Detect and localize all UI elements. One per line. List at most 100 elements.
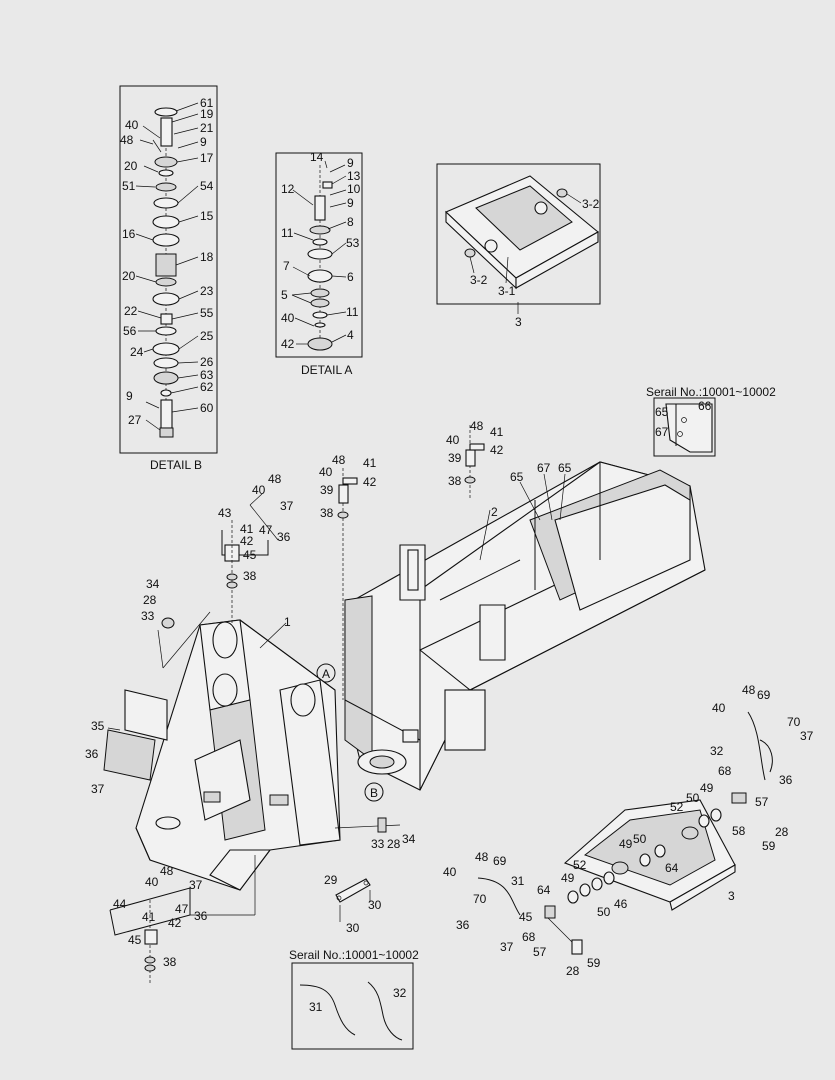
marker-a: A (316, 663, 336, 683)
callout-g31: 31 (511, 874, 525, 888)
callout-f2: 2 (491, 505, 498, 519)
callout-a11a: 11 (281, 226, 294, 240)
pin-group-33-middle: 33 28 34 (334, 817, 416, 851)
callout-b61: 61 (200, 96, 214, 110)
callout-g64: 64 (537, 883, 551, 897)
callout-a9a: 9 (347, 156, 354, 170)
cover-assembly: 3-2 3-2 3-1 3 (436, 163, 601, 329)
callout-a53: 53 (346, 236, 360, 250)
callout-p44: 44 (113, 897, 127, 911)
callout-h59: 59 (762, 839, 776, 853)
callout-f41a: 41 (490, 425, 504, 439)
callout-f40b: 40 (319, 465, 333, 479)
callout-g28: 28 (566, 964, 580, 978)
callout-a4: 4 (347, 328, 354, 342)
callout-p48: 48 (160, 864, 174, 878)
callout-h48: 48 (742, 683, 756, 697)
callout-b63: 63 (200, 368, 214, 382)
callout-a8: 8 (347, 215, 354, 229)
callout-l36b: 36 (85, 747, 99, 761)
callout-h57: 57 (755, 795, 769, 809)
callout-h32: 32 (710, 744, 724, 758)
callout-f67: 67 (537, 461, 551, 475)
callout-h70: 70 (787, 715, 801, 729)
detail-b: 61 19 40 21 48 9 20 17 51 54 15 16 18 20… (119, 85, 218, 472)
callout-g40: 40 (443, 865, 457, 879)
callout-p41: 41 (142, 910, 156, 924)
serial-top-detail: Serail No.:10001~10002 65 66 67 (646, 385, 776, 457)
callout-f65a: 65 (510, 470, 524, 484)
callout-p42: 42 (168, 916, 182, 930)
callout-f40a: 40 (446, 433, 460, 447)
detail-b-caption: DETAIL B (150, 458, 202, 472)
callout-h64: 64 (665, 861, 679, 875)
rear-frame: 48 40 41 42 39 38 48 40 41 42 39 38 65 6… (319, 419, 706, 791)
callout-b23: 23 (200, 284, 214, 298)
callout-l48: 48 (268, 472, 282, 486)
callout-b19: 19 (200, 107, 214, 121)
callout-h37: 37 (800, 729, 814, 743)
callout-a42: 42 (281, 337, 295, 351)
callout-a12: 12 (281, 182, 295, 196)
callout-b21: 21 (200, 121, 214, 135)
callout-g70: 70 (473, 892, 487, 906)
marker-b-label: B (370, 786, 378, 800)
callout-b25: 25 (200, 329, 214, 343)
pin-group-33-upper: 34 28 33 (141, 577, 211, 669)
callout-h58: 58 (732, 824, 746, 838)
callout-b20b: 20 (122, 269, 136, 283)
callout-h46: 46 (614, 897, 628, 911)
callout-b40: 40 (125, 118, 139, 132)
callout-b62: 62 (200, 380, 214, 394)
callout-g69: 69 (493, 854, 507, 868)
callout-p45: 45 (128, 933, 142, 947)
callout-h50b: 50 (633, 832, 647, 846)
callout-h28: 28 (775, 825, 789, 839)
callout-p36: 36 (194, 909, 208, 923)
callout-f38b: 38 (320, 506, 334, 520)
callout-h40: 40 (712, 701, 726, 715)
callout-b22: 22 (124, 304, 138, 318)
callout-m33: 33 (371, 837, 385, 851)
callout-r30a: 30 (368, 898, 382, 912)
callout-r30b: 30 (346, 921, 360, 935)
callout-l45: 45 (243, 548, 257, 562)
callout-f38a: 38 (448, 474, 462, 488)
serial-bottom-frame (291, 962, 414, 1050)
callout-p38: 38 (163, 955, 177, 969)
callout-m34: 34 (402, 832, 416, 846)
callout-b26: 26 (200, 355, 214, 369)
callout-f65b: 65 (558, 461, 572, 475)
callout-l33: 33 (141, 609, 155, 623)
hose-assembly-lower: 40 48 69 31 70 64 49 50 36 37 68 45 57 2… (443, 850, 615, 978)
callout-f39b: 39 (320, 483, 334, 497)
callout-l47: 47 (259, 523, 273, 537)
callout-f41b: 41 (363, 456, 377, 470)
callout-a6: 6 (347, 270, 354, 284)
plate-35: 35 36 37 (85, 689, 168, 796)
callout-h69: 69 (757, 688, 771, 702)
detail-a-leaders (291, 160, 347, 345)
callout-l42: 42 (240, 534, 254, 548)
callout-l43: 43 (218, 506, 232, 520)
callout-g49: 49 (561, 871, 575, 885)
callout-b54: 54 (200, 179, 214, 193)
detail-a-caption: DETAIL A (301, 363, 352, 377)
callout-p37: 37 (189, 878, 203, 892)
cover-frame (436, 163, 601, 305)
callout-g68: 68 (522, 930, 536, 944)
callout-f42a: 42 (490, 443, 504, 457)
callout-h52: 52 (670, 800, 684, 814)
callout-k32: 32 (393, 986, 407, 1000)
pin-group-upper-left: 48 40 37 43 41 47 36 42 45 38 (218, 472, 294, 625)
callout-h3: 3 (728, 889, 735, 903)
callout-b27: 27 (128, 413, 142, 427)
callout-b55: 55 (200, 306, 214, 320)
callout-h52b: 52 (573, 858, 587, 872)
callout-c3: 3 (515, 315, 522, 329)
callout-g50: 50 (597, 905, 611, 919)
callout-r29: 29 (324, 873, 338, 887)
callout-c31: 3-1 (498, 284, 516, 298)
